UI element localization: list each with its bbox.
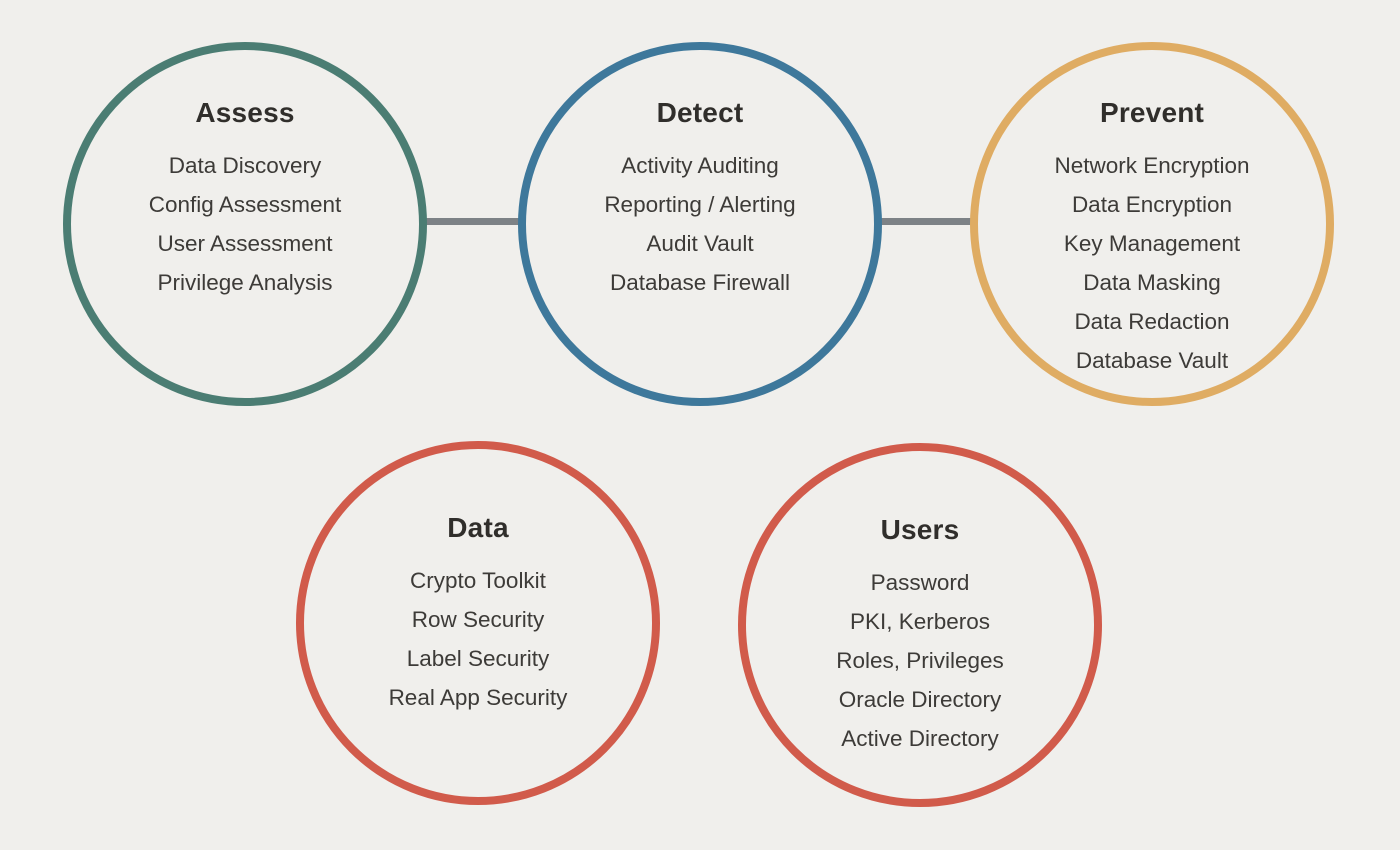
circle-item: Roles, Privileges — [836, 648, 1004, 673]
circle-item: Audit Vault — [646, 231, 754, 256]
circle-item: Network Encryption — [1054, 153, 1250, 178]
circle-item: Active Directory — [841, 726, 999, 751]
circle-item: Crypto Toolkit — [410, 568, 546, 593]
circle-item: Privilege Analysis — [157, 270, 333, 295]
circle-users-title: Users — [880, 514, 960, 545]
circle-item: Oracle Directory — [838, 687, 1002, 712]
circle-item: Row Security — [411, 607, 545, 632]
circle-item: Real App Security — [388, 685, 568, 710]
circle-item: Database Vault — [1075, 348, 1229, 373]
circle-detect-title: Detect — [656, 97, 744, 128]
circle-item: Password — [870, 570, 970, 595]
circle-item: Activity Auditing — [621, 153, 779, 178]
circle-item: Data Redaction — [1074, 309, 1230, 334]
circle-item: Config Assessment — [148, 192, 342, 217]
circle-item: Label Security — [406, 646, 550, 671]
circle-assess-title: Assess — [195, 97, 295, 128]
circle-item: Data Masking — [1083, 270, 1221, 295]
circle-item: Key Management — [1063, 231, 1241, 256]
connector-line-detect-prevent — [878, 218, 974, 225]
circle-prevent-title: Prevent — [1099, 97, 1205, 128]
circle-item: Data Discovery — [168, 153, 322, 178]
circle-item: Database Firewall — [609, 270, 791, 295]
circle-item: PKI, Kerberos — [849, 609, 991, 634]
connector-line-assess-detect — [423, 218, 523, 225]
circle-data-title: Data — [447, 512, 509, 543]
circle-item: User Assessment — [157, 231, 333, 256]
circle-item: Reporting / Alerting — [604, 192, 796, 217]
circle-item: Data Encryption — [1071, 192, 1233, 217]
